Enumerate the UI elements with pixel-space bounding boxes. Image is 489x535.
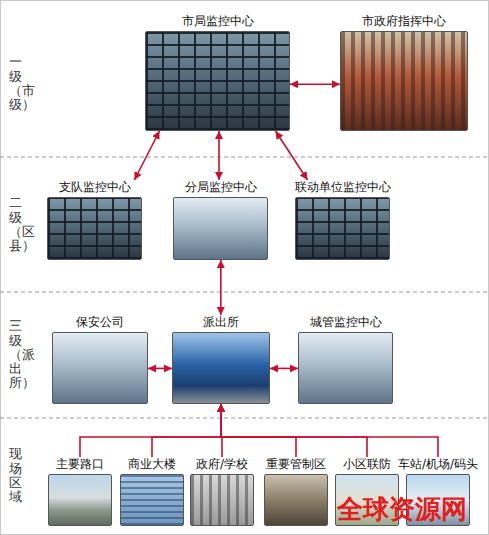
photo-box: 支队监控中心 xyxy=(47,180,142,260)
photo-illustration xyxy=(340,31,468,131)
level-label: 一级（市级） xyxy=(9,55,22,112)
connector-arrow xyxy=(148,368,172,370)
photo-box: 联动单位监控中心 xyxy=(293,180,393,260)
node-caption: 小区联防 xyxy=(335,457,399,471)
photo-box: 重要管制区 xyxy=(264,457,328,526)
level-label: 二级（区县） xyxy=(9,196,22,253)
photo-box: 主要路口 xyxy=(48,457,112,526)
connector-arrow xyxy=(221,404,296,457)
connector-arrow xyxy=(152,404,221,457)
photo-box: 市局监控中心 xyxy=(145,14,290,131)
photo-illustration xyxy=(298,332,393,404)
node-caption: 支队监控中心 xyxy=(47,180,142,194)
photo-illustration xyxy=(173,197,268,260)
node-caption: 派出所 xyxy=(172,315,270,329)
node-caption: 主要路口 xyxy=(48,457,112,471)
watermark: 全球资源网 xyxy=(337,494,467,524)
connector-arrow xyxy=(218,131,220,180)
connector-arrow xyxy=(134,131,159,180)
photo-illustration xyxy=(295,197,390,260)
connector-arrow xyxy=(80,404,221,457)
photo-box: 保安公司 xyxy=(52,315,148,404)
node-caption: 重要管制区 xyxy=(264,457,328,471)
connector-arrow xyxy=(270,368,298,370)
photo-illustration xyxy=(190,474,254,526)
band-divider xyxy=(0,157,489,158)
photo-box: 政府/学校 xyxy=(190,457,254,526)
level-label: 现场区域 xyxy=(9,447,22,504)
photo-illustration xyxy=(172,332,270,404)
node-caption: 联动单位监控中心 xyxy=(293,180,393,194)
connector-arrow xyxy=(220,260,222,315)
photo-box: 市政府指挥中心 xyxy=(340,14,468,131)
photo-illustration xyxy=(264,474,328,526)
connector-arrow xyxy=(276,131,308,180)
node-caption: 分局监控中心 xyxy=(173,180,268,194)
photo-illustration xyxy=(145,31,290,131)
photo-box: 商业大楼 xyxy=(120,457,184,526)
node-caption: 政府/学校 xyxy=(190,457,254,471)
photo-illustration xyxy=(48,474,112,526)
photo-box: 分局监控中心 xyxy=(173,180,268,260)
node-caption: 市政府指挥中心 xyxy=(340,14,468,28)
band-divider xyxy=(0,292,489,293)
photo-illustration xyxy=(52,332,148,404)
photo-box: 城管监控中心 xyxy=(298,315,393,404)
connector-arrow xyxy=(290,83,340,85)
node-caption: 市局监控中心 xyxy=(145,14,290,28)
node-caption: 车站/机场/码头 xyxy=(396,457,480,471)
band-divider xyxy=(0,418,489,419)
connector-arrow xyxy=(221,404,367,457)
node-caption: 城管监控中心 xyxy=(298,315,393,329)
connector-arrow xyxy=(221,404,438,457)
photo-illustration xyxy=(47,197,142,260)
photo-illustration xyxy=(120,474,184,526)
photo-box: 派出所 xyxy=(172,315,270,404)
node-caption: 保安公司 xyxy=(52,315,148,329)
level-label: 三级（派出所） xyxy=(9,319,22,390)
node-caption: 商业大楼 xyxy=(120,457,184,471)
